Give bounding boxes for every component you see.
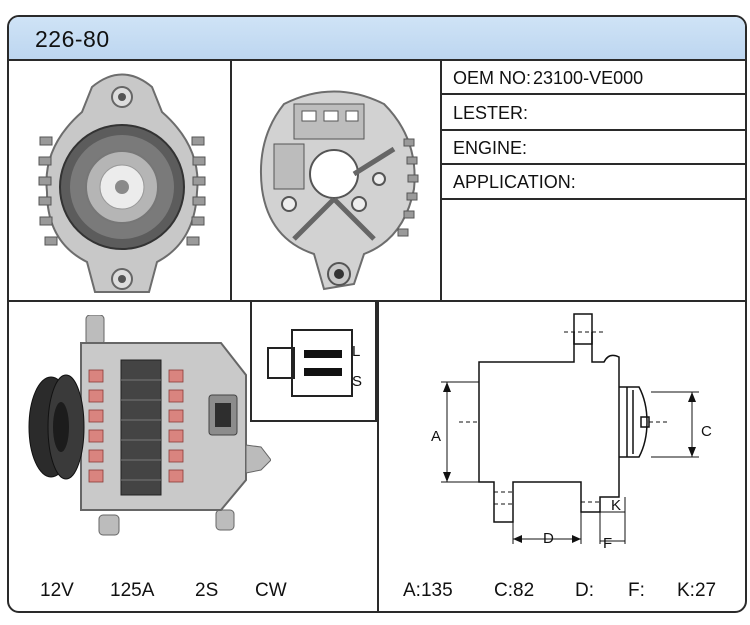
alternator-front-view [38, 73, 206, 293]
rating-voltage: 12V [40, 580, 74, 601]
product-card: 226-80 OEM NO:23100-VE000 LESTER: ENGINE… [7, 15, 747, 613]
divider [230, 59, 232, 301]
divider [377, 300, 379, 611]
dimension-k-value: K:27 [677, 580, 717, 601]
alternator-side-view [28, 315, 271, 536]
dimension-f-label: F [603, 535, 612, 552]
divider [440, 163, 745, 165]
application-label: APPLICATION: [453, 172, 576, 192]
dimension-c-label: C [701, 423, 712, 440]
dimension-f-value: F: [628, 580, 645, 601]
rating-rotation: CW [255, 580, 287, 601]
dimension-a-value: A:135 [403, 580, 453, 601]
divider [440, 198, 745, 200]
pin-label-bottom: S [352, 373, 363, 390]
divider [440, 93, 745, 95]
connector-box: L S [250, 300, 377, 422]
dimension-c-value: C:82 [494, 580, 535, 601]
dimension-drawing: A C D F K [431, 313, 712, 552]
part-number: 226-80 [35, 26, 110, 52]
divider [440, 129, 745, 131]
lester-label: LESTER: [453, 103, 529, 123]
rating-amperage: 125A [110, 580, 155, 601]
dimension-a-label: A [431, 428, 441, 445]
oem-label: OEM NO: [453, 68, 532, 88]
header-bar: 226-80 [9, 17, 745, 61]
engine-label: ENGINE: [453, 138, 528, 158]
pin-label-top: L [352, 343, 361, 360]
divider [440, 59, 442, 301]
dimension-k-label: K [611, 497, 621, 514]
oem-row: OEM NO:23100-VE000 [453, 68, 643, 89]
dimension-d-value: D: [575, 580, 594, 601]
rating-pulley: 2S [195, 580, 219, 601]
connector-plug-icon [267, 329, 353, 397]
oem-value: 23100-VE000 [533, 68, 644, 88]
dimension-d-label: D [543, 530, 554, 547]
alternator-rear-view [259, 90, 419, 291]
